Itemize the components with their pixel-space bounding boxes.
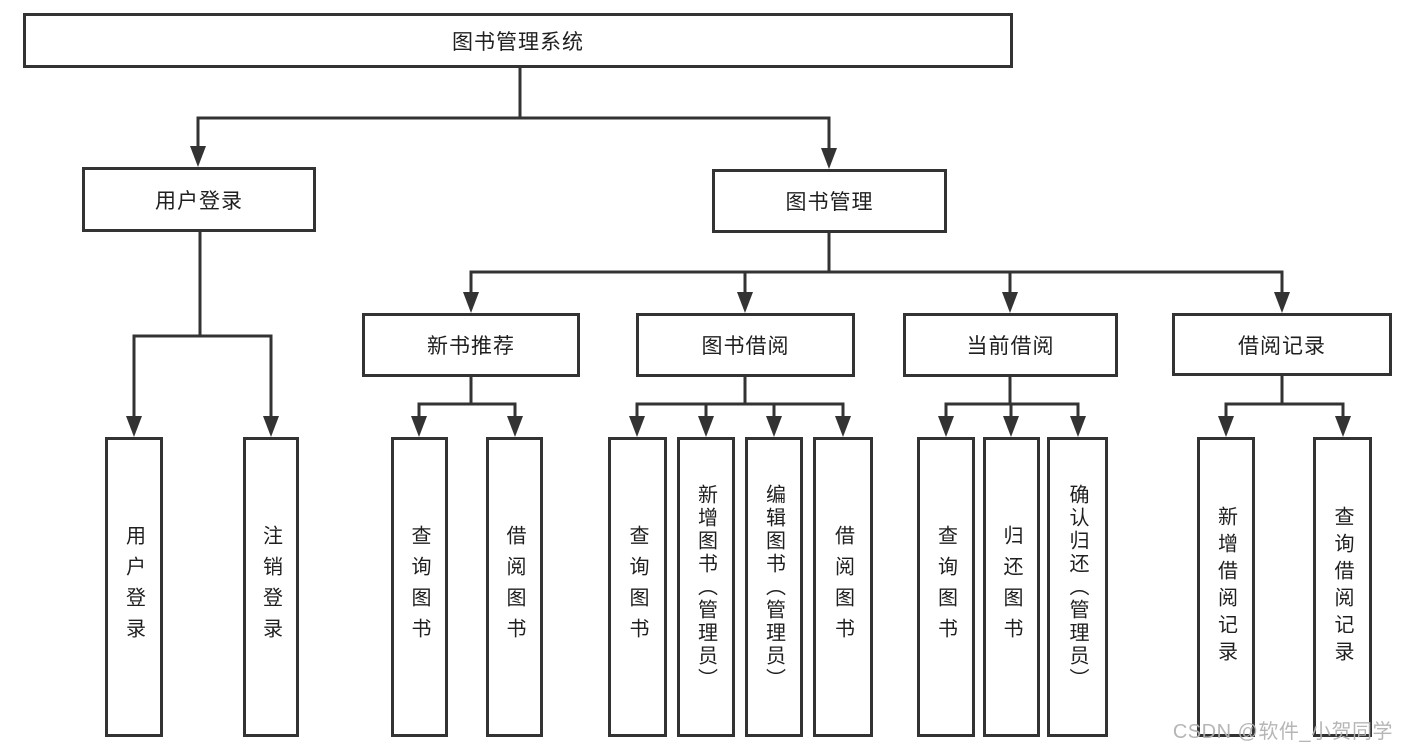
node-query-books-2: 查询图书 — [608, 437, 667, 737]
node-borrow-records: 借阅记录 — [1172, 313, 1392, 376]
node-query-books-1: 查询图书 — [391, 437, 448, 737]
node-label: 图书管理 — [785, 191, 874, 214]
node-edit-book-admin: 编辑图书（管理员） — [745, 437, 803, 737]
node-label: 用户登录 — [155, 189, 243, 213]
node-label: 借阅记录 — [1238, 334, 1326, 358]
node-label: 当前借阅 — [966, 335, 1055, 358]
node-label: 注销登录 — [259, 525, 282, 649]
node-confirm-return-admin: 确认归还（管理员） — [1047, 437, 1108, 737]
node-label: 查询图书 — [408, 525, 430, 649]
node-query-books-3: 查询图书 — [917, 437, 975, 737]
node-borrow-books-2: 借阅图书 — [813, 437, 873, 737]
node-label: 图书管理系统 — [452, 30, 584, 54]
node-logout-leaf: 注销登录 — [243, 437, 299, 737]
node-root-library-system: 图书管理系统 — [23, 13, 1013, 68]
node-new-book-recommend: 新书推荐 — [362, 313, 580, 377]
node-label: 图书借阅 — [701, 335, 790, 358]
node-label: 查询图书 — [934, 525, 957, 649]
node-user-login-leaf: 用户登录 — [105, 437, 163, 737]
node-borrow-books-1: 借阅图书 — [486, 437, 543, 737]
node-add-book-admin: 新增图书（管理员） — [677, 437, 735, 737]
node-label: 用户登录 — [122, 525, 145, 649]
node-label: 查询图书 — [626, 525, 648, 649]
node-label: 编辑图书（管理员） — [762, 483, 785, 691]
node-label: 新书推荐 — [427, 335, 515, 358]
node-book-borrow: 图书借阅 — [636, 313, 855, 377]
node-add-borrow-record: 新增借阅记录 — [1197, 437, 1255, 737]
csdn-watermark: CSDN @软件_小贺同学 — [1172, 721, 1393, 743]
node-current-borrow: 当前借阅 — [903, 313, 1118, 377]
node-query-borrow-record: 查询借阅记录 — [1313, 437, 1372, 737]
node-return-book: 归还图书 — [983, 437, 1040, 737]
node-label: 借阅图书 — [503, 525, 525, 649]
node-label: 新增借阅记录 — [1214, 506, 1237, 668]
node-label: 借阅图书 — [831, 525, 854, 649]
node-label: 新增图书（管理员） — [694, 483, 717, 691]
node-label: 查询借阅记录 — [1331, 506, 1353, 668]
node-user-login: 用户登录 — [82, 167, 316, 232]
node-book-management: 图书管理 — [712, 169, 947, 233]
node-label: 确认归还（管理员） — [1066, 483, 1088, 691]
node-label: 归还图书 — [1000, 525, 1022, 649]
